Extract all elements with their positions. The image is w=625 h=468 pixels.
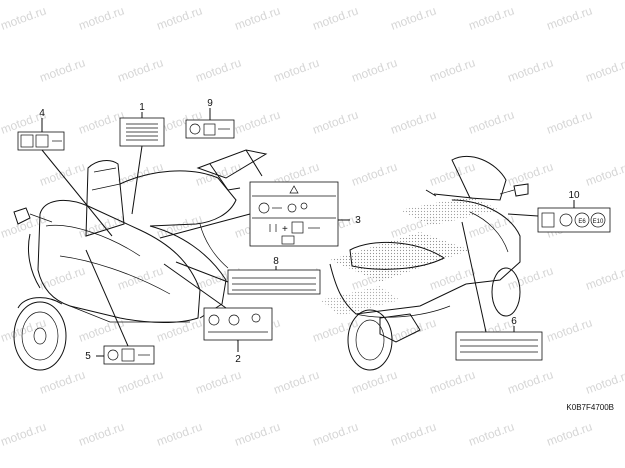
watermark-text: motod.ru — [545, 3, 594, 32]
watermark-text: motod.ru — [233, 419, 282, 448]
watermark-text: motod.ru — [350, 55, 399, 84]
watermark-text: motod.ru — [38, 159, 87, 188]
label-9-sticker — [185, 119, 235, 139]
watermark-text: motod.ru — [155, 315, 204, 344]
rear-rack-drawing — [196, 149, 268, 191]
watermark-text: motod.ru — [350, 159, 399, 188]
callouts: 1 2 3 4 5 6 7 8 9 10 — [39, 98, 580, 365]
watermark-text: motod.ru — [38, 367, 87, 396]
watermark-text: motod.ru — [584, 263, 625, 292]
watermark-text: motod.ru — [467, 419, 516, 448]
watermark-text: motod.ru — [428, 55, 477, 84]
watermark-text: motod.ru — [389, 419, 438, 448]
fuel-e6-text: E6 — [578, 219, 586, 225]
right-scooter-drawing — [320, 155, 529, 371]
watermark-text: motod.ru — [77, 3, 126, 32]
watermark-text: motod.ru — [77, 419, 126, 448]
watermark-text: motod.ru — [467, 107, 516, 136]
label-2-sticker — [203, 307, 273, 341]
watermark-text: motod.ru — [545, 315, 594, 344]
watermark-text: motod.ru — [155, 3, 204, 32]
watermark-text: motod.ru — [77, 315, 126, 344]
callout-9: 9 — [207, 98, 213, 109]
watermark-text: motod.ru — [77, 107, 126, 136]
watermark-text: motod.ru — [389, 107, 438, 136]
watermark-text: motod.ru — [0, 211, 48, 240]
watermark-text: motod.ru — [0, 315, 48, 344]
watermark-text: motod.ru — [584, 159, 625, 188]
watermark-text: motod.ru — [506, 159, 555, 188]
watermark-text: motod.ru — [428, 367, 477, 396]
watermark-text: motod.ru — [506, 367, 555, 396]
watermark-text: motod.ru — [194, 159, 243, 188]
watermark-text: motod.ru — [428, 263, 477, 292]
leader-lines — [41, 108, 575, 357]
watermark-text: motod.ru — [311, 107, 360, 136]
watermark-text: motod.ru — [272, 367, 321, 396]
watermark-text: motod.ru — [311, 3, 360, 32]
watermark-text: motod.ru — [545, 419, 594, 448]
label-1-sticker — [119, 117, 165, 147]
watermark-text: motod.ru — [428, 159, 477, 188]
watermark-text: motod.ru — [584, 55, 625, 84]
watermark-text: motod.ru — [0, 3, 48, 32]
watermark-text: motod.ru — [116, 263, 165, 292]
watermark-text: motod.ru — [0, 419, 48, 448]
watermark-text: motod.ru — [545, 107, 594, 136]
watermark-text: motod.ru — [38, 55, 87, 84]
diagram-part-number: K0B7F4700B — [566, 403, 614, 412]
watermark-text: motod.ru — [194, 367, 243, 396]
label-10-sticker: E6 E10 — [537, 207, 611, 233]
callout-1: 1 — [139, 102, 145, 113]
watermark-text: motod.ru — [155, 211, 204, 240]
watermark-text: motod.ru — [506, 55, 555, 84]
callout-6: 6 — [511, 316, 517, 327]
watermark-text: motod.ru — [116, 55, 165, 84]
callout-5: 5 — [85, 351, 91, 362]
watermark-text: motod.ru — [194, 55, 243, 84]
callout-10: 10 — [568, 190, 580, 201]
label-3-plus-sign: + — [282, 224, 288, 235]
label-6-sticker — [455, 331, 543, 361]
callout-3: 3 — [355, 215, 361, 226]
left-scooter-drawing — [13, 160, 237, 371]
watermark-text: motod.ru — [272, 55, 321, 84]
label-8-sticker — [227, 269, 321, 295]
watermark-text: motod.ru — [233, 3, 282, 32]
watermark-text: motod.ru — [116, 367, 165, 396]
label-3-sticker: + — [249, 181, 339, 247]
watermark-text: motod.ru — [350, 367, 399, 396]
watermark-text: motod.ru — [467, 3, 516, 32]
label-4-sticker — [17, 131, 65, 151]
watermark-text: motod.ru — [116, 159, 165, 188]
watermark-text: motod.ru — [584, 367, 625, 396]
watermark-text: motod.ru — [155, 419, 204, 448]
watermark-text: motod.ru — [233, 107, 282, 136]
callout-2: 2 — [235, 354, 241, 365]
watermark-text: motod.ru — [311, 315, 360, 344]
fuel-e10-text: E10 — [593, 219, 604, 225]
callout-8: 8 — [273, 256, 279, 267]
callout-7: 7 — [485, 320, 491, 331]
watermark-text: motod.ru — [311, 419, 360, 448]
callout-4: 4 — [39, 108, 45, 119]
watermark-text: motod.ru — [389, 3, 438, 32]
label-5-sticker — [103, 345, 155, 365]
